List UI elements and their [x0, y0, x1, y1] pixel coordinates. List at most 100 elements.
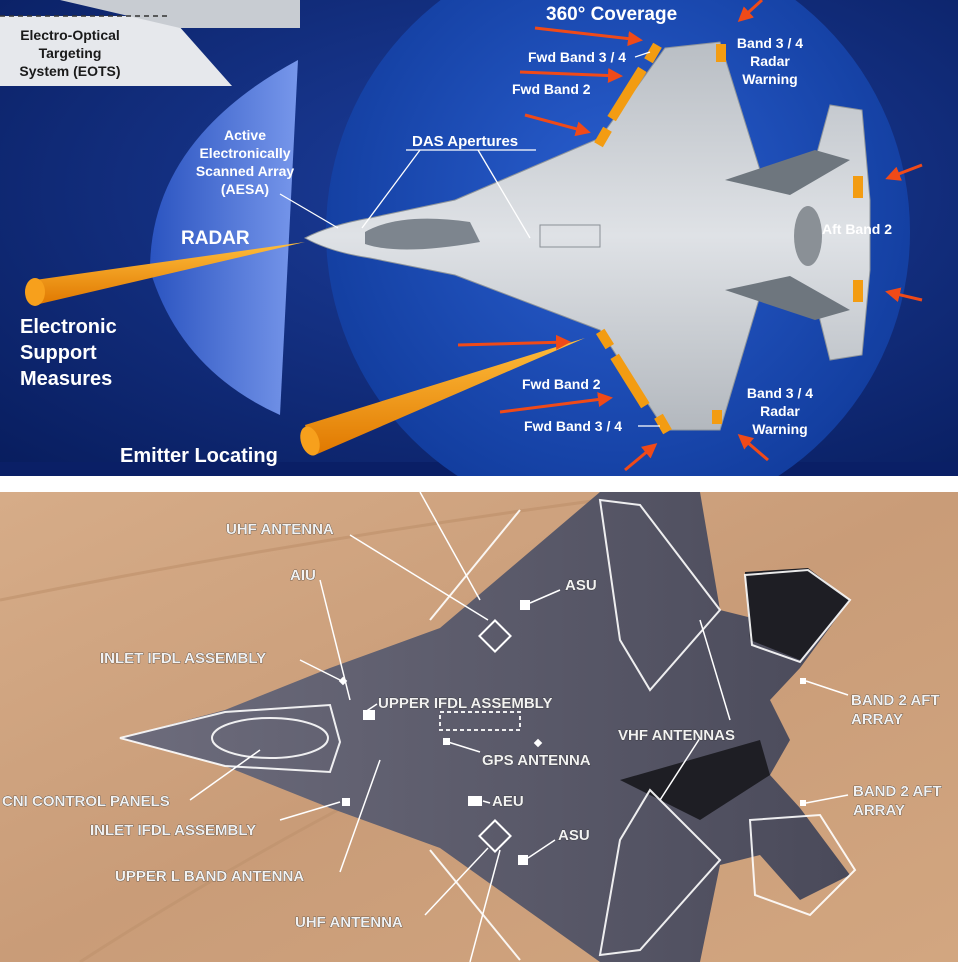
- eots-label-3: System (EOTS): [19, 63, 120, 79]
- f35-tail-bottom: [725, 276, 850, 320]
- eots-label-2: Targeting: [39, 45, 102, 61]
- leader-uhf-bottom: [424, 847, 489, 916]
- outline-canopy: [211, 717, 329, 759]
- marker-gps: [443, 738, 450, 745]
- eots-box: [0, 16, 232, 86]
- esm-beam: [35, 242, 305, 305]
- rw-bottom-label-3: Warning: [752, 421, 807, 437]
- arrow-8: [499, 392, 613, 414]
- eots-label-1: Electro-Optical: [20, 27, 120, 43]
- f22-outlines: [119, 498, 857, 961]
- arrow-1: [534, 26, 643, 47]
- marker-aft-bottom: [853, 280, 863, 302]
- f22-airframe: [120, 492, 850, 962]
- outline-le-bottom: [429, 849, 521, 961]
- marker-uhf-bottom: [478, 819, 512, 853]
- asu-bottom-label: ASU: [558, 827, 590, 844]
- top-panel: 360° Coverage Electro-Optical Targeting …: [0, 0, 958, 524]
- aft-band2-label: Aft Band 2: [822, 221, 892, 237]
- marker-l-band: [342, 798, 350, 806]
- marker-upper-ifdl: [363, 710, 375, 720]
- f35-nozzle: [794, 206, 822, 266]
- arrow-3: [524, 113, 591, 137]
- panel-separator: [0, 476, 958, 492]
- emitter-beam: [305, 338, 585, 455]
- outline-nose: [119, 703, 342, 774]
- outline-stab-bottom: [748, 813, 857, 917]
- leader-band2-bottom: [805, 794, 849, 804]
- marker-rw-top: [716, 44, 726, 62]
- rw-top-label-3: Warning: [742, 71, 797, 87]
- component-markers: [338, 600, 806, 865]
- fwd-band2-top-label: Fwd Band 2: [512, 81, 591, 97]
- arrow-9: [624, 443, 658, 472]
- leader-upper-ifdl: [364, 703, 378, 713]
- marker-asu-top: [520, 600, 530, 610]
- f22-tail-bottom: [620, 740, 770, 820]
- band2-aft-bottom-label-1: BAND 2 AFT: [853, 783, 942, 800]
- outline-stab-top: [743, 568, 852, 664]
- asu-top-label: ASU: [565, 577, 597, 594]
- marker-aft-top: [853, 176, 863, 198]
- leader-asu-top: [529, 589, 561, 604]
- esm-beam-end: [25, 278, 45, 306]
- fwd-band2-bottom-label: Fwd Band 2: [522, 376, 601, 392]
- f35-bay: [539, 224, 601, 248]
- rw-top-label-2: Radar: [750, 53, 790, 69]
- marker-aeu: [468, 796, 482, 806]
- aeu-label: AEU: [492, 793, 524, 810]
- marker-fwd-band2b-top: [594, 126, 612, 148]
- band2-aft-top-label-2: ARRAY: [851, 711, 903, 728]
- leader-asu-bottom: [527, 839, 556, 859]
- leader-inlet-top: [299, 659, 341, 681]
- arrow-4: [737, 0, 764, 23]
- marker-gps-2: [533, 738, 543, 748]
- marker-fwd-band34-bottom: [654, 413, 672, 435]
- band-markers: [594, 42, 863, 435]
- vhf-antennas-label: VHF ANTENNAS: [618, 727, 735, 744]
- uhf-antenna-bottom-label: UHF ANTENNA: [295, 914, 403, 931]
- threat-arrows: [457, 0, 923, 472]
- leader-vhf-2: [699, 619, 731, 721]
- aesa-leader: [279, 193, 339, 229]
- marker-asu-bottom: [518, 855, 528, 865]
- fwd34-leader: [634, 51, 651, 58]
- radar-label: RADAR: [181, 228, 250, 249]
- aesa-label-4: (AESA): [221, 181, 269, 197]
- esm-label-3: Measures: [20, 368, 112, 390]
- inlet-ifdl-bottom-label: INLET IFDL ASSEMBLY: [90, 822, 256, 839]
- uhf-antenna-top-label: UHF ANTENNA: [226, 521, 334, 538]
- marker-band2-top: [800, 678, 806, 684]
- aesa-label-1: Active: [224, 127, 266, 143]
- marker-uhf-top: [478, 619, 512, 653]
- desert-track-1: [0, 498, 601, 602]
- das-leader-2: [477, 149, 531, 239]
- leader-top-offscreen: [419, 491, 481, 601]
- aiu-label: AIU: [290, 567, 316, 584]
- esm-label-1: Electronic: [20, 316, 117, 338]
- leader-gps: [447, 741, 481, 753]
- band2-aft-bottom-label-2: ARRAY: [853, 802, 905, 819]
- outline-le-top: [429, 509, 521, 621]
- outline-ifdl: [439, 711, 521, 731]
- rw-top-label-1: Band 3 / 4: [737, 35, 803, 51]
- outline-wing-bottom: [598, 788, 722, 957]
- f22-stab-top: [745, 568, 850, 660]
- leader-aeu: [482, 800, 491, 804]
- marker-fwd-band2-top: [607, 66, 647, 122]
- das-label: DAS Apertures: [412, 133, 518, 150]
- leader-band2-top: [805, 680, 849, 696]
- marker-band2-bottom: [800, 800, 806, 806]
- f35-canopy: [365, 218, 480, 250]
- bottom-panel: UHF ANTENNA AIU ASU INLET IFDL ASSEMBLY …: [0, 491, 958, 962]
- leader-aiu: [319, 579, 351, 701]
- fwd-band34-top-label: Fwd Band 3 / 4: [528, 49, 626, 65]
- leader-vhf-1: [659, 737, 701, 801]
- band2-aft-top-label-1: BAND 2 AFT: [851, 692, 940, 709]
- emitter-beam-end: [300, 426, 320, 456]
- coverage-title: 360° Coverage: [546, 4, 677, 25]
- marker-fwd-band2a-bottom: [595, 328, 615, 350]
- f22-aircraft: [120, 492, 850, 962]
